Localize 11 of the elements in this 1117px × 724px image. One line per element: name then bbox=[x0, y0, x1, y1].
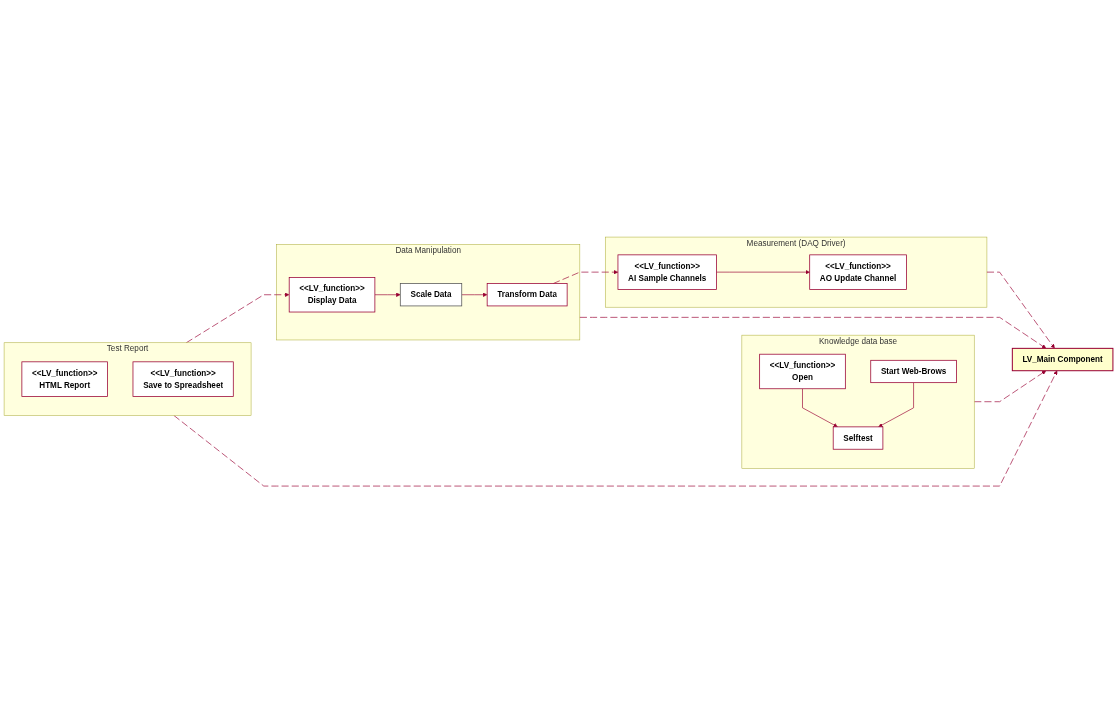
node-box: <<LV_function>> AO Update Channel bbox=[809, 254, 907, 291]
node-box: <<LV_function>> Save to Spreadsheet bbox=[132, 361, 234, 398]
node-box: Start Web-Brows bbox=[870, 360, 957, 384]
node-box: Selftest bbox=[832, 426, 884, 451]
node-box: <<LV_function>> HTML Report bbox=[21, 361, 108, 398]
node-box: <<LV_function>> Display Data bbox=[288, 277, 376, 313]
node-box: <<LV_function>> AI Sample Channels bbox=[617, 254, 717, 291]
node-box: <<LV_function>> Open bbox=[759, 354, 846, 390]
node-box: Transform Data bbox=[486, 283, 568, 307]
node-box: LV_Main Component bbox=[1011, 348, 1114, 372]
node-box: Scale Data bbox=[399, 283, 463, 307]
